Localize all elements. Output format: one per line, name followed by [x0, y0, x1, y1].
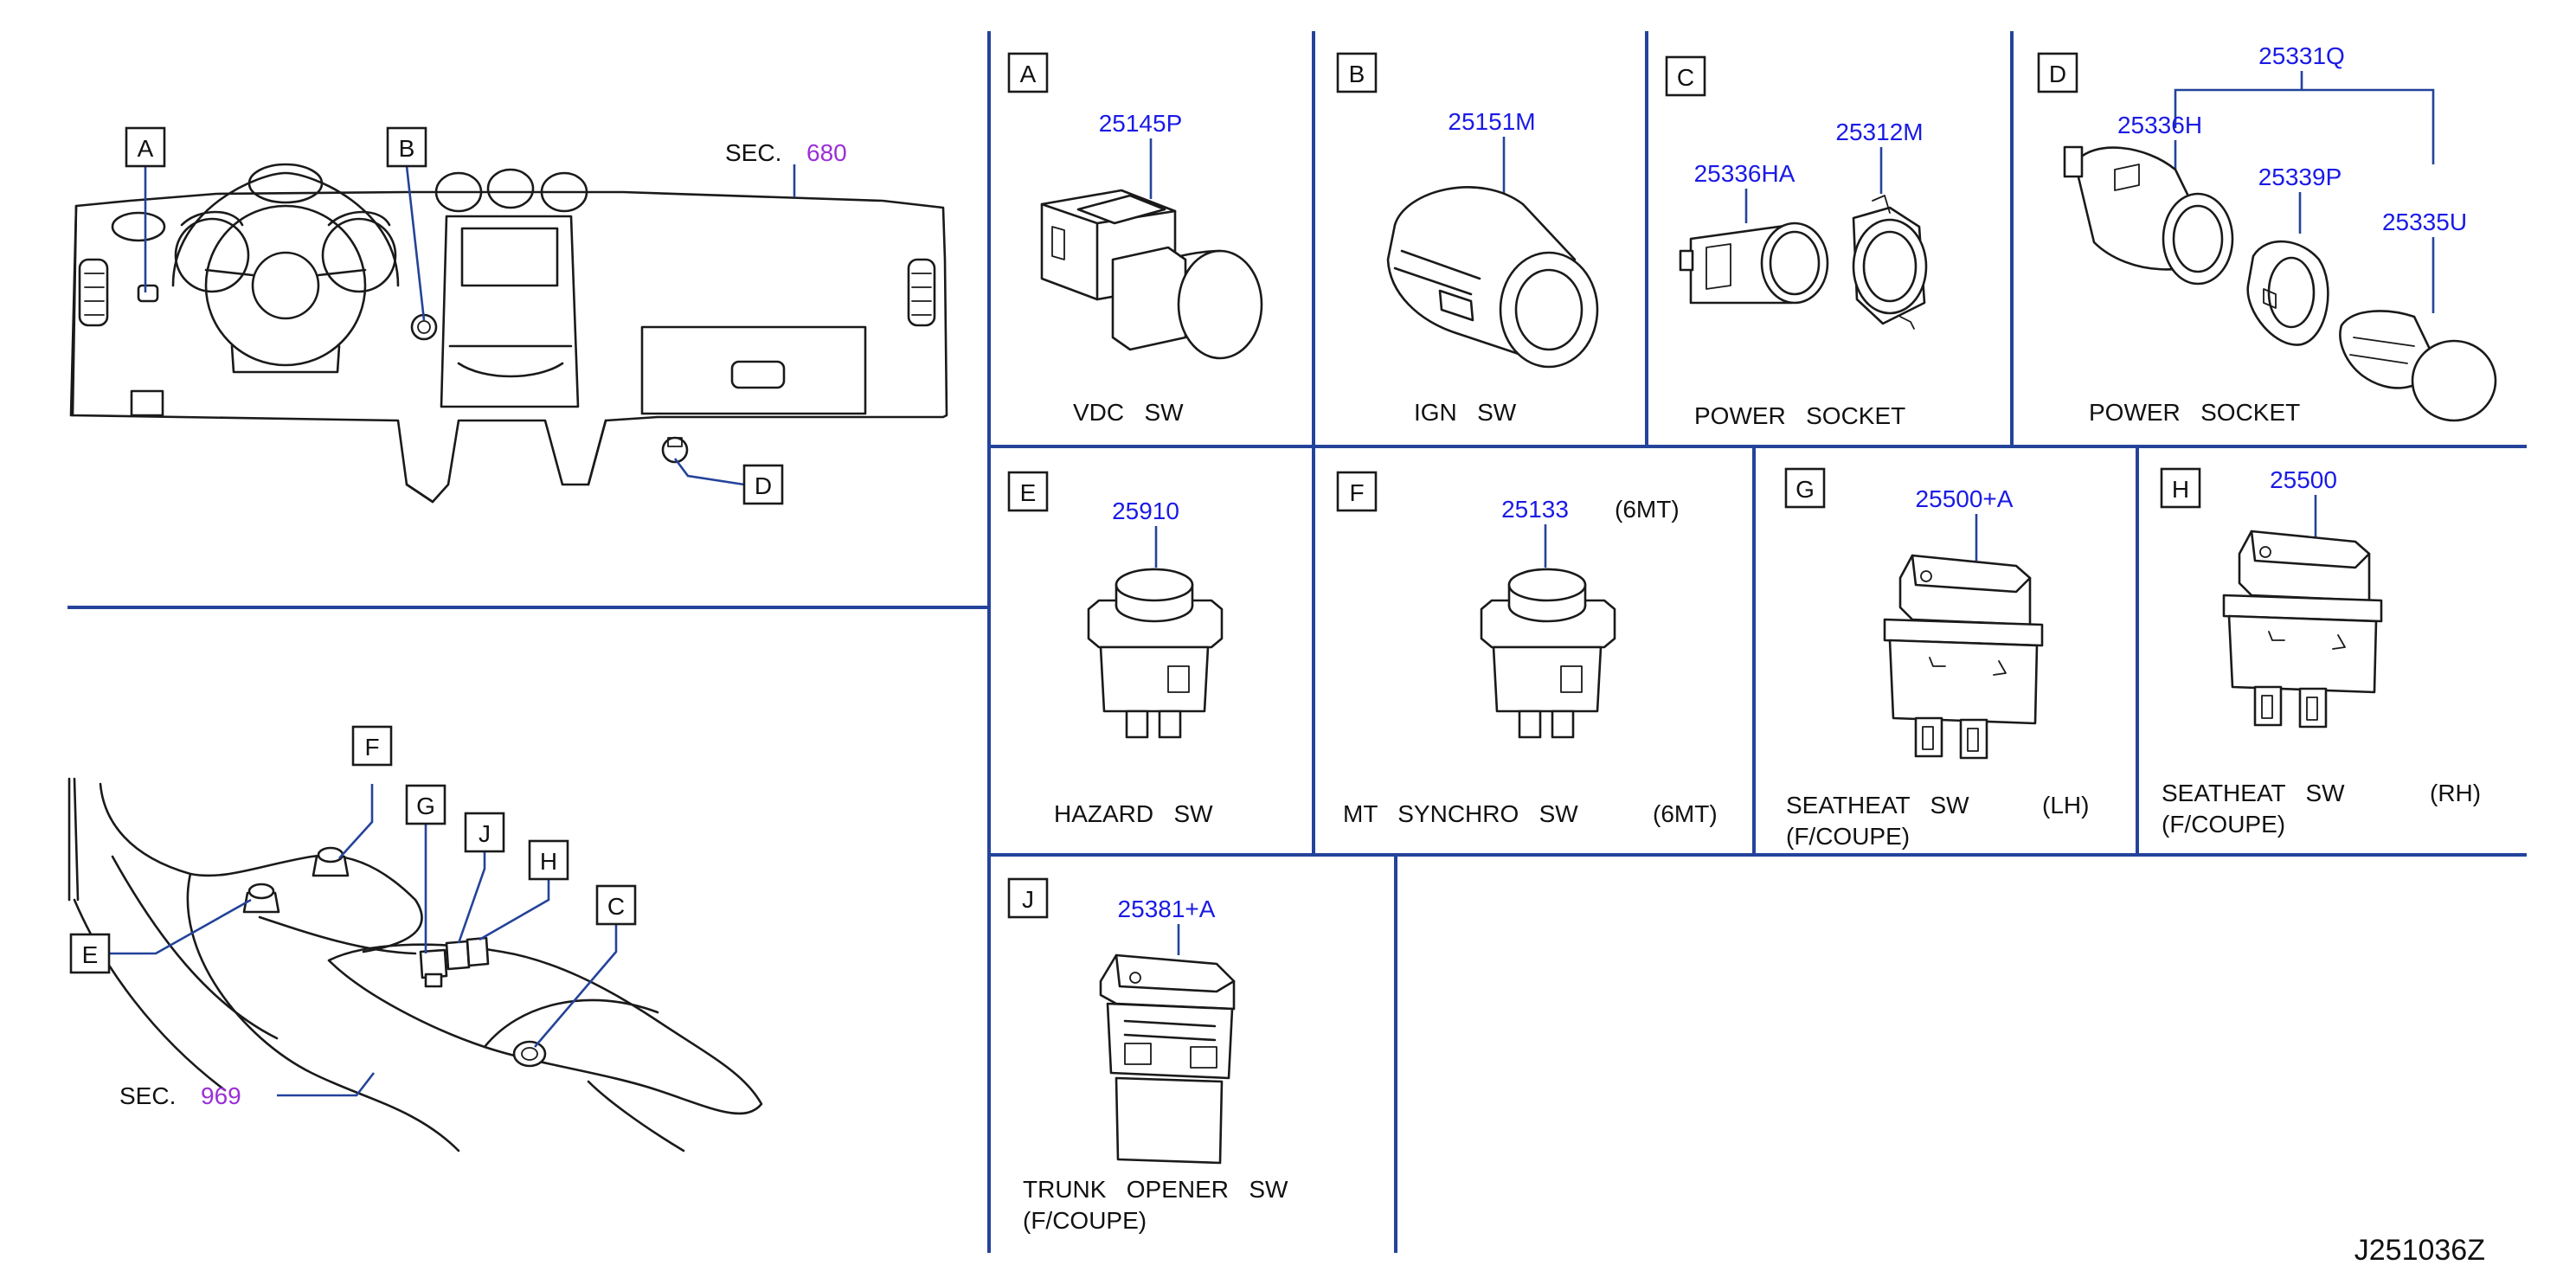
socket-d-drawing: [2063, 145, 2497, 422]
panel-c-part-number-1: 25336HA: [1694, 160, 1795, 187]
vdc-switch-drawing: [1040, 189, 1263, 360]
panel-f-letter: F: [1349, 479, 1364, 506]
sec-label-console: SEC.: [119, 1082, 176, 1109]
panel-grid: [67, 31, 2527, 1253]
svg-text:E: E: [82, 941, 99, 968]
ign-switch-drawing: [1386, 186, 1599, 369]
panel-f: F 25133 (6MT) MT SYNCHRO SW (6MT): [1336, 471, 1718, 827]
panel-g-caption-side: (LH): [2042, 792, 2089, 819]
panel-g-caption-line2: (F/COUPE): [1786, 823, 1910, 850]
callout-box-dash-d: D: [742, 464, 784, 505]
panel-j-letter: J: [1022, 886, 1034, 913]
panel-g-caption: SEATHEAT SW: [1786, 792, 1969, 819]
callout-box-dash-b: B: [386, 126, 427, 168]
callout-box-console-f: F: [351, 725, 393, 767]
panel-d-part-number-1: 25336H: [2117, 112, 2202, 138]
panel-a-letter: A: [1020, 61, 1037, 87]
svg-text:C: C: [607, 893, 625, 920]
panel-h: H 25500 SEATHEAT SW (RH) (F/COUPE): [2160, 466, 2481, 838]
callout-box-console-h: H: [528, 839, 569, 881]
panel-g-letter: G: [1795, 476, 1815, 503]
callout-box-console-e: E: [69, 933, 111, 974]
panel-h-caption-line2: (F/COUPE): [2162, 811, 2285, 838]
panel-f-part-number: 25133: [1501, 496, 1569, 523]
svg-text:H: H: [540, 848, 557, 875]
panel-g: G 25500+A SEATHEAT SW (LH) (F/COUPE): [1784, 467, 2089, 850]
panel-d-part-number-3: 25335U: [2382, 209, 2467, 235]
panel-e-caption: HAZARD SW: [1054, 800, 1213, 827]
sec-number-console: 969: [201, 1082, 241, 1109]
panel-h-caption: SEATHEAT SW: [2162, 780, 2345, 806]
svg-text:G: G: [416, 793, 435, 819]
panel-e-letter: E: [1020, 479, 1037, 506]
panel-j-caption-line2: (F/COUPE): [1023, 1207, 1147, 1234]
panel-d-letter: D: [2049, 61, 2066, 87]
panel-h-caption-side: (RH): [2430, 780, 2481, 806]
panel-d-part-number-2: 25339P: [2258, 164, 2342, 190]
svg-text:B: B: [399, 135, 415, 162]
panel-a: A 25145P VDC SW: [1007, 52, 1263, 426]
drawing-reference-code: J251036Z: [2354, 1234, 2485, 1267]
dashboard-leaders: [144, 164, 796, 486]
console-overview: [67, 777, 763, 1152]
panel-f-caption: MT SYNCHRO SW: [1343, 800, 1578, 827]
panel-a-part-number: 25145P: [1099, 110, 1183, 137]
callout-box-console-j: J: [464, 812, 505, 853]
socket-c-drawing: [1679, 195, 1928, 330]
callout-box-dash-a: A: [125, 126, 166, 168]
synchro-switch-drawing: [1480, 568, 1616, 739]
hazard-switch-drawing: [1087, 568, 1224, 739]
svg-text:F: F: [364, 734, 379, 761]
sec-number-dash: 680: [806, 139, 847, 166]
panel-a-caption: VDC SW: [1073, 399, 1184, 426]
sec-label-dash: SEC.: [725, 139, 781, 166]
panel-d-group-number: 25331Q: [2258, 42, 2345, 69]
panel-c: C 25336HA 25312M POWER SOCKET: [1665, 55, 1928, 429]
panel-f-note: (6MT): [1615, 496, 1680, 523]
panel-h-part-number: 25500: [2270, 466, 2337, 493]
panel-f-caption-note: (6MT): [1653, 800, 1718, 827]
panel-b-part-number: 25151M: [1448, 108, 1535, 135]
panel-d-caption: POWER SOCKET: [2089, 399, 2300, 426]
callout-box-console-g: G: [405, 784, 446, 825]
console-leaders: [109, 784, 618, 1097]
panel-c-part-number-2: 25312M: [1835, 119, 1923, 145]
panel-b-letter: B: [1349, 61, 1365, 87]
seatheat-lh-switch-drawing: [1883, 554, 2044, 760]
panel-b: B 25151M IGN SW: [1336, 52, 1599, 426]
panel-c-letter: C: [1677, 64, 1694, 91]
panel-j: J 25381+A TRUNK OPENER SW (F/COUPE): [1007, 877, 1288, 1234]
svg-text:J: J: [479, 820, 491, 847]
svg-text:D: D: [755, 472, 772, 499]
panel-j-part-number: 25381+A: [1118, 896, 1216, 922]
panel-g-part-number: 25500+A: [1916, 485, 2014, 512]
dashboard-overview: [69, 163, 948, 504]
callout-box-console-c: C: [595, 884, 637, 926]
panel-j-caption: TRUNK OPENER SW: [1023, 1176, 1288, 1203]
trunk-opener-switch-drawing: [1099, 953, 1236, 1165]
seatheat-rh-switch-drawing: [2222, 530, 2383, 729]
svg-text:A: A: [138, 135, 154, 162]
panel-h-letter: H: [2172, 476, 2189, 503]
panel-b-caption: IGN SW: [1414, 399, 1517, 426]
panel-d: D 25331Q 25336H 25339P 25335U POWER SOCK…: [2037, 42, 2497, 426]
panel-e: E 25910 HAZARD SW: [1007, 471, 1224, 827]
panel-e-part-number: 25910: [1112, 498, 1179, 524]
panel-c-caption: POWER SOCKET: [1694, 402, 1905, 429]
